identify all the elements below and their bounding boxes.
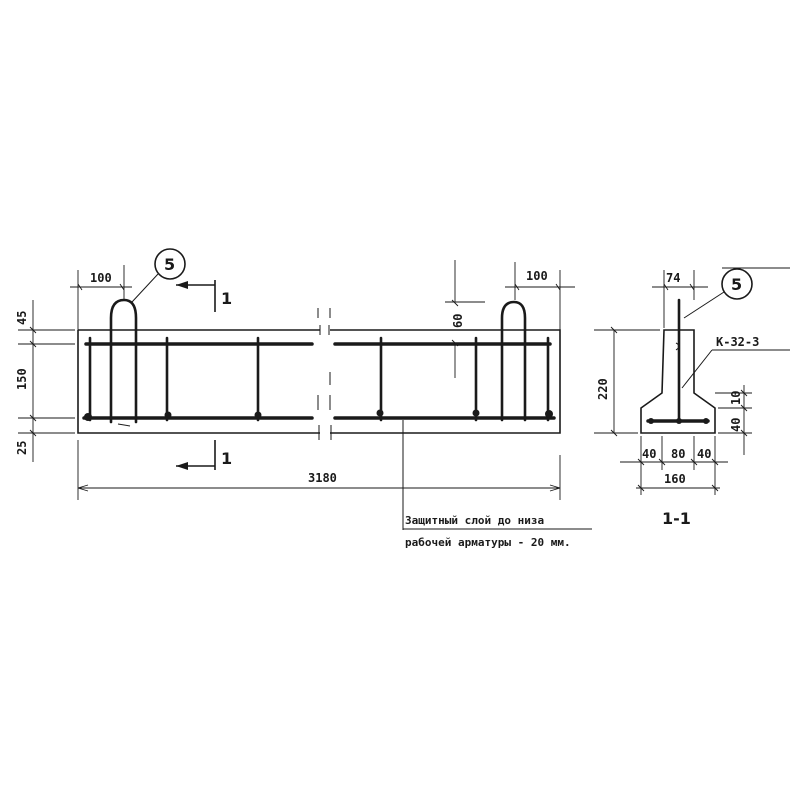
beam-outline-left [77,329,320,434]
callout-right: 5 [731,275,742,294]
bar-end-dot [84,413,92,421]
elevation-view: 100 100 60 45 150 25 3180 1 1 5 [15,248,575,530]
callout-circle-left [154,248,186,280]
section-bar-dot [676,418,682,424]
protective-layer-note: Защитный слой до низа рабочей арматуры -… [403,514,592,549]
dim-line-74 [652,270,708,328]
dim-bottom-part-3: 40 [697,447,711,461]
hook-tick [117,423,131,427]
dim-line-160 [636,484,720,492]
section-mark-top: 1 [221,289,232,308]
bar-end-dot [254,411,262,419]
dim-74: 74 [666,271,680,285]
note-line-1: Защитный слой до низа [405,514,544,527]
dim-bottom-part-1: 40 [642,447,656,461]
dim-line-100-left [70,265,132,330]
frame-label: К-32-3 [716,335,759,349]
dim-25: 25 [15,441,29,455]
section-bar-dot [648,418,654,424]
dim-line-bottom-parts [620,436,728,495]
cross-section-view: 74 5 К-32-3 220 10 40 40 80 40 160 1-1 [594,267,790,528]
dim-10: 10 [729,391,743,405]
dim-line-vertical-left [18,300,75,462]
note-line-2: рабочей арматуры - 20 мм. [405,536,571,549]
dim-bottom-part-2: 80 [671,447,685,461]
callout-leader-right [683,291,725,319]
bar-end-dot [545,410,553,418]
section-outline [640,329,716,434]
dim-line-220 [594,326,660,437]
section-arrow-top [176,281,188,289]
frame-label-leader [681,349,713,389]
callout-leader-left [131,273,159,303]
callout-circle-right [721,268,753,300]
dim-220: 220 [596,378,610,400]
break-mark-left [317,308,321,440]
section-bar-dot [703,418,709,424]
section-mark-bottom: 1 [221,449,232,468]
dim-45: 45 [15,311,29,325]
dim-line-3180 [77,440,561,500]
lifting-loop-right [500,300,527,422]
dim-100-left: 100 [90,271,112,285]
bar-end-dot [164,411,172,419]
dim-150: 150 [15,368,29,390]
dim-40-vertical: 40 [729,418,743,432]
bar-end-dot [472,409,480,417]
section-title: 1-1 [662,509,691,528]
section-hook [675,342,680,351]
bar-end-dot [376,409,384,417]
dim-line-60 [445,260,485,378]
dim-160: 160 [664,472,686,486]
lifting-loop-left [109,298,138,424]
section-arrow-bottom [176,462,188,470]
break-mark-right [328,308,332,440]
beam-outline-right [330,329,561,434]
dim-100-right: 100 [526,269,548,283]
dim-line-right [715,385,752,455]
dim-line-100-right [505,262,575,330]
dim-3180: 3180 [308,471,337,485]
callout-left: 5 [164,255,175,274]
dim-60: 60 [451,314,465,328]
